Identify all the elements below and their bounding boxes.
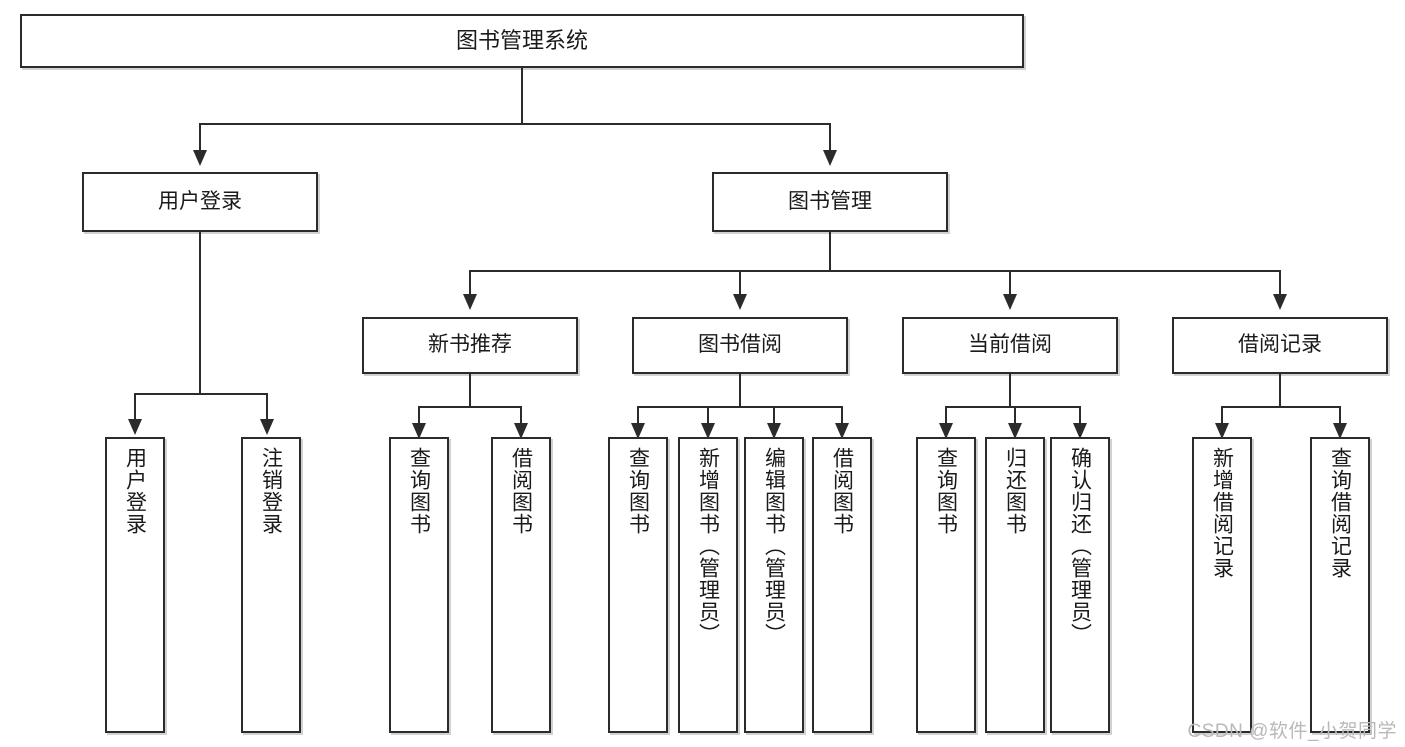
connector-current-borrow-stem: [1009, 374, 1011, 407]
node-label: 新书推荐: [428, 333, 512, 357]
node-label: 当前借阅: [968, 333, 1052, 357]
connector-new-book-recommend-bus: [418, 406, 520, 408]
arrowhead-new-book-recommend: [463, 294, 477, 310]
leaf-nbr-borrow-book[interactable]: 借阅图书: [491, 437, 551, 733]
connector-book-borrow-stem: [739, 374, 741, 407]
leaf-bb-edit-book-admin[interactable]: 编辑图书（管理员）: [744, 437, 804, 733]
node-book-borrow[interactable]: 图书借阅: [632, 317, 848, 374]
connector-bb-leaf-4: [841, 406, 843, 426]
arrowhead-current-borrow: [1003, 294, 1017, 310]
connector-borrow-record-bus: [1221, 406, 1339, 408]
connector-nbr-leaf-2: [520, 406, 522, 426]
connector-bb-leaf-3: [773, 406, 775, 426]
node-label: 确认归还（管理员）: [1068, 447, 1092, 645]
leaf-nbr-query-book[interactable]: 查询图书: [389, 437, 449, 733]
leaf-cb-query-book[interactable]: 查询图书: [916, 437, 976, 733]
node-label: 查询图书: [407, 447, 431, 535]
node-label: 借阅图书: [509, 447, 533, 535]
leaf-cb-return-book[interactable]: 归还图书: [985, 437, 1045, 733]
connector-br-leaf-1: [1221, 406, 1223, 426]
node-borrow-record[interactable]: 借阅记录: [1172, 317, 1388, 374]
arrowhead-cb-leaf-2: [1008, 423, 1022, 439]
leaf-cb-confirm-return-admin[interactable]: 确认归还（管理员）: [1050, 437, 1110, 733]
node-label: 借阅图书: [830, 447, 854, 535]
node-label: 借阅记录: [1238, 333, 1322, 357]
arrowhead-bb-leaf-2: [701, 423, 715, 439]
node-label: 编辑图书（管理员）: [762, 447, 786, 645]
arrowhead-cb-leaf-1: [939, 423, 953, 439]
connector-cb-leaf-1: [945, 406, 947, 426]
arrowhead-leaf-user-login: [128, 419, 142, 435]
node-label: 用户登录: [158, 189, 242, 213]
connector-user-login-bus: [134, 393, 266, 395]
connector-user-login-stem: [199, 232, 201, 394]
arrowhead-br-leaf-1: [1215, 423, 1229, 439]
connector-root-stem: [521, 68, 523, 124]
node-label: 用户登录: [123, 447, 147, 535]
node-new-book-recommend[interactable]: 新书推荐: [362, 317, 578, 374]
arrowhead-bb-leaf-3: [767, 423, 781, 439]
node-label: 新增图书（管理员）: [696, 447, 720, 645]
node-label: 查询图书: [626, 447, 650, 535]
arrowhead-book-borrow: [733, 294, 747, 310]
leaf-user-login[interactable]: 用户登录: [105, 437, 165, 733]
connector-bb-leaf-2: [707, 406, 709, 426]
arrowhead-borrow-record: [1273, 294, 1287, 310]
node-label: 图书管理: [788, 189, 872, 213]
leaf-bb-borrow-book[interactable]: 借阅图书: [812, 437, 872, 733]
node-label: 新增借阅记录: [1210, 447, 1234, 579]
connector-nbr-leaf-1: [418, 406, 420, 426]
connector-user-login-leaf-1: [134, 393, 136, 420]
connector-to-book-borrow: [739, 270, 741, 295]
connector-book-borrow-bus: [637, 406, 842, 408]
leaf-br-add-record[interactable]: 新增借阅记录: [1192, 437, 1252, 733]
leaf-bb-query-book[interactable]: 查询图书: [608, 437, 668, 733]
leaf-br-query-record[interactable]: 查询借阅记录: [1310, 437, 1370, 733]
connector-root-to-user-login: [199, 123, 201, 151]
arrowhead-bb-leaf-4: [835, 423, 849, 439]
connector-user-login-leaf-2: [266, 393, 268, 420]
leaf-bb-add-book-admin[interactable]: 新增图书（管理员）: [678, 437, 738, 733]
arrowhead-br-leaf-2: [1333, 423, 1347, 439]
connector-root-bus: [199, 123, 831, 125]
node-root-book-management-system[interactable]: 图书管理系统: [20, 14, 1024, 68]
connector-cb-leaf-3: [1079, 406, 1081, 426]
connector-level3-bus: [469, 270, 1281, 272]
connector-to-borrow-record: [1279, 270, 1281, 295]
arrowhead-bb-leaf-1: [631, 423, 645, 439]
arrowhead-leaf-logout: [260, 419, 274, 435]
node-label: 图书管理系统: [455, 28, 588, 54]
node-user-login[interactable]: 用户登录: [82, 172, 318, 232]
connector-root-to-book-management: [829, 123, 831, 151]
arrowhead-book-management: [823, 150, 837, 166]
connector-borrow-record-stem: [1279, 374, 1281, 407]
connector-to-new-book-recommend: [469, 270, 471, 295]
node-book-management[interactable]: 图书管理: [712, 172, 948, 232]
node-label: 查询借阅记录: [1328, 447, 1352, 579]
connector-cb-leaf-2: [1014, 406, 1016, 426]
connector-current-borrow-bus: [945, 406, 1080, 408]
connector-bb-leaf-1: [637, 406, 639, 426]
arrowhead-nbr-leaf-1: [412, 423, 426, 439]
node-label: 查询图书: [934, 447, 958, 535]
arrowhead-cb-leaf-3: [1073, 423, 1087, 439]
node-label: 归还图书: [1003, 447, 1027, 535]
connector-br-leaf-2: [1339, 406, 1341, 426]
node-label: 注销登录: [259, 447, 283, 535]
csdn-watermark: CSDN @软件_小贺同学: [1187, 721, 1397, 742]
connector-book-management-stem: [829, 232, 831, 271]
arrowhead-user-login: [193, 150, 207, 166]
connector-to-current-borrow: [1009, 270, 1011, 295]
arrowhead-nbr-leaf-2: [514, 423, 528, 439]
node-label: 图书借阅: [698, 333, 782, 357]
leaf-logout[interactable]: 注销登录: [241, 437, 301, 733]
connector-new-book-recommend-stem: [469, 374, 471, 407]
node-current-borrow[interactable]: 当前借阅: [902, 317, 1118, 374]
